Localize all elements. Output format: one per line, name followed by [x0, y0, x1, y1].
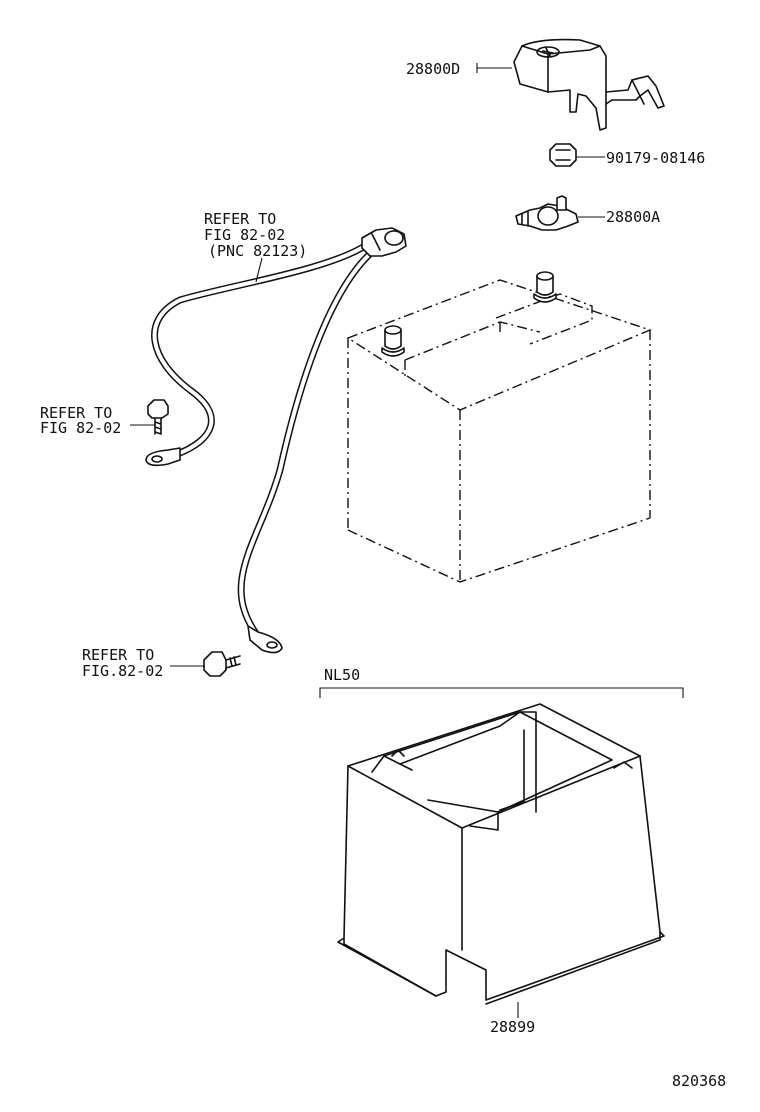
figure-number: 820368: [672, 1072, 726, 1090]
bolt-lower-reference-line2: FIG.82-02: [82, 662, 163, 680]
ring-terminal-upper: [145, 447, 181, 467]
bolt-upper: [147, 399, 169, 435]
bolt-lower: [203, 651, 241, 677]
battery-cable: [151, 240, 376, 636]
part-number-nut: 90179-08146: [606, 149, 705, 167]
bolt-upper-reference-line1: REFER TO: [40, 404, 112, 422]
battery-outline: [346, 279, 652, 583]
cable-terminal-clamp: [361, 227, 407, 257]
cable-reference-line3: (PNC 82123): [208, 242, 307, 260]
battery-post-negative: [381, 325, 405, 357]
bolt-lower-reference-line1: REFER TO: [82, 646, 154, 664]
cable-reference-line2: FIG 82-02: [204, 226, 285, 244]
nut: [549, 143, 577, 167]
part-number-battery-tray: 28899: [490, 1018, 535, 1036]
cable-reference-line1: REFER TO: [204, 210, 276, 228]
battery-tray: [337, 703, 665, 1005]
part-number-terminal-cover: 28800D: [406, 60, 460, 78]
terminal-clamp: [515, 195, 579, 231]
bolt-upper-reference-line2: FIG 82-02: [40, 419, 121, 437]
ring-terminal-lower: [247, 625, 283, 654]
tray-variant-label: NL50: [324, 666, 360, 684]
terminal-cover: [513, 38, 665, 131]
part-number-terminal-clamp: 28800A: [606, 208, 660, 226]
battery-post-positive: [533, 271, 557, 303]
